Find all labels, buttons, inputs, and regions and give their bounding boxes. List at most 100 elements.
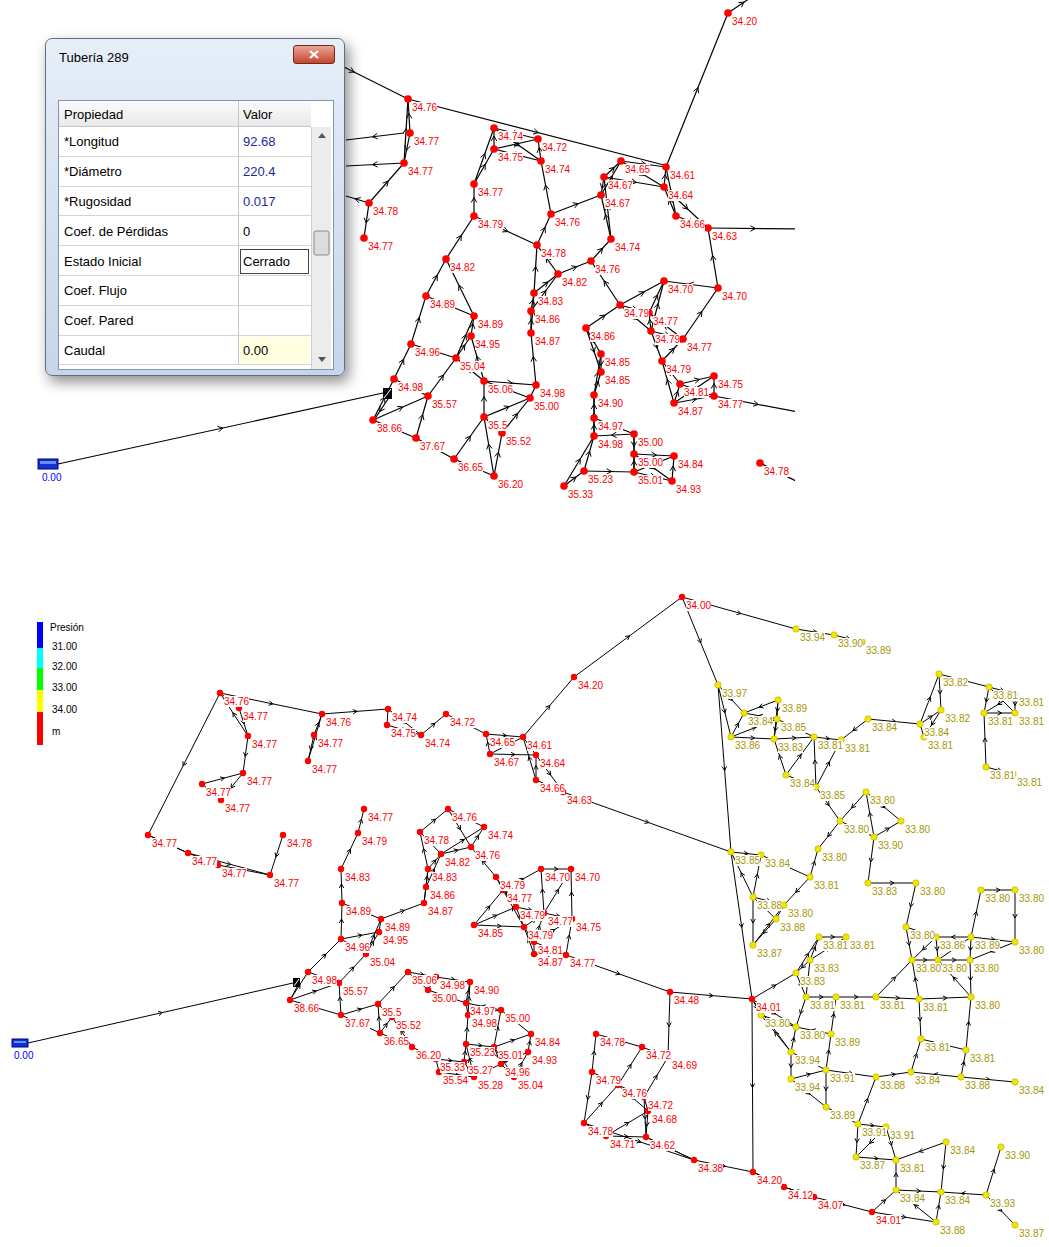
pressure-label: 34.75 — [718, 379, 743, 390]
pipe — [58, 393, 383, 464]
pipe — [394, 344, 411, 379]
table-header-cell: Propiedad — [64, 107, 123, 122]
flow-arrow — [465, 1028, 469, 1032]
pressure-label: 33.89 — [975, 940, 1000, 951]
flow-arrow — [741, 873, 745, 878]
pipe — [416, 438, 454, 459]
pipe — [341, 1015, 380, 1033]
pipe — [220, 693, 322, 714]
pressure-label: 34.83 — [345, 872, 370, 883]
flow-arrow — [390, 987, 394, 991]
pressure-label: 34.76 — [595, 264, 620, 275]
pressure-label: 34.74 — [392, 712, 417, 723]
pipe — [369, 163, 404, 203]
pipe — [566, 955, 670, 992]
pressure-label: 34.87 — [678, 406, 703, 417]
pipe — [358, 809, 364, 833]
junction-dot — [580, 467, 588, 475]
flow-arrow — [864, 1099, 868, 1104]
flow-arrow — [638, 292, 644, 297]
pressure-label: 35.00 — [638, 437, 663, 448]
junction-dot — [998, 1144, 1004, 1150]
pressure-label: 34.61 — [527, 740, 552, 751]
pipe — [456, 336, 471, 358]
pressure-label: 33.80 — [788, 908, 813, 919]
flow-arrow — [531, 357, 536, 362]
pressure-label: 34.67 — [605, 198, 630, 209]
junction-dot — [728, 849, 734, 855]
junction-dot — [375, 1001, 381, 1007]
junction-dot — [470, 312, 478, 320]
pressure-label: 34.84 — [678, 459, 703, 470]
flow-arrow — [653, 1075, 657, 1080]
pressure-label: 33.81 — [810, 1000, 835, 1011]
flow-arrow — [961, 1062, 965, 1066]
junction-dot — [630, 450, 638, 458]
junction-dot — [871, 834, 877, 840]
junction-dot — [1012, 939, 1018, 945]
flow-arrow — [353, 709, 357, 713]
pipe — [752, 973, 796, 999]
junction-dot — [406, 129, 414, 137]
pipe — [1015, 890, 1016, 942]
junction-dot — [452, 354, 460, 362]
junction-dot — [407, 340, 415, 348]
junction-dot — [775, 697, 781, 703]
flow-arrow — [645, 1122, 649, 1126]
flow-arrow — [370, 941, 374, 946]
pipe — [911, 1039, 921, 1072]
pressure-label: 33.88 — [940, 1225, 965, 1236]
pipe — [428, 990, 466, 1003]
pressure-label: 35.52 — [396, 1020, 421, 1031]
grid-line — [238, 101, 239, 365]
pipe — [791, 1027, 796, 1052]
junction-dot — [532, 381, 540, 389]
junction-dot — [305, 758, 311, 764]
flow-arrow — [383, 1023, 387, 1028]
pressure-label: 33.81 — [823, 940, 848, 951]
pressure-label: 34.98 — [598, 439, 623, 450]
flow-arrow — [339, 884, 343, 888]
pressure-label: 33.85 — [781, 722, 806, 733]
junction-dot — [338, 1012, 344, 1018]
pipe — [373, 396, 428, 420]
pressure-label: 33.81 — [1019, 697, 1044, 708]
pipe — [341, 1004, 378, 1015]
pipe — [896, 1190, 936, 1222]
pipe — [446, 714, 486, 734]
junction-dot — [442, 255, 450, 263]
pressure-label: 34.74 — [488, 830, 513, 841]
valve-symbol — [383, 388, 392, 399]
pressure-label: 34.77 — [653, 316, 678, 327]
pressure-label: 34.76 — [326, 717, 351, 728]
junction-dot — [538, 866, 544, 872]
junction-dot — [377, 1030, 383, 1036]
flow-arrow — [457, 825, 461, 830]
pressure-label: 33.81 — [988, 716, 1013, 727]
pressure-label: 34.77 — [570, 958, 595, 969]
junction-dot — [715, 682, 721, 688]
flow-arrow — [968, 976, 972, 980]
junction-dot — [893, 1187, 899, 1193]
flow-arrow — [751, 727, 756, 731]
junction-dot — [422, 292, 430, 300]
pipe — [571, 869, 572, 919]
junction-dot — [658, 357, 666, 365]
pressure-label: 35.04 — [370, 957, 395, 968]
pressure-label: 34.82 — [562, 277, 587, 288]
flow-arrow — [358, 819, 362, 823]
flow-arrow — [906, 941, 910, 945]
pressure-label: 33.85 — [820, 790, 845, 801]
flow-arrow — [888, 1141, 892, 1145]
pipe — [420, 809, 448, 832]
pipe — [634, 456, 674, 472]
grid-line — [59, 364, 311, 365]
junction-dot — [724, 9, 732, 17]
property-name: Coef. de Pérdidas — [64, 224, 168, 239]
flow-arrow — [357, 1008, 361, 1012]
pressure-label: 33.81 — [880, 1000, 905, 1011]
flow-arrow — [691, 397, 696, 402]
flow-arrow — [968, 946, 972, 950]
pressure-label: 34.72 — [450, 717, 475, 728]
junction-dot — [467, 332, 475, 340]
